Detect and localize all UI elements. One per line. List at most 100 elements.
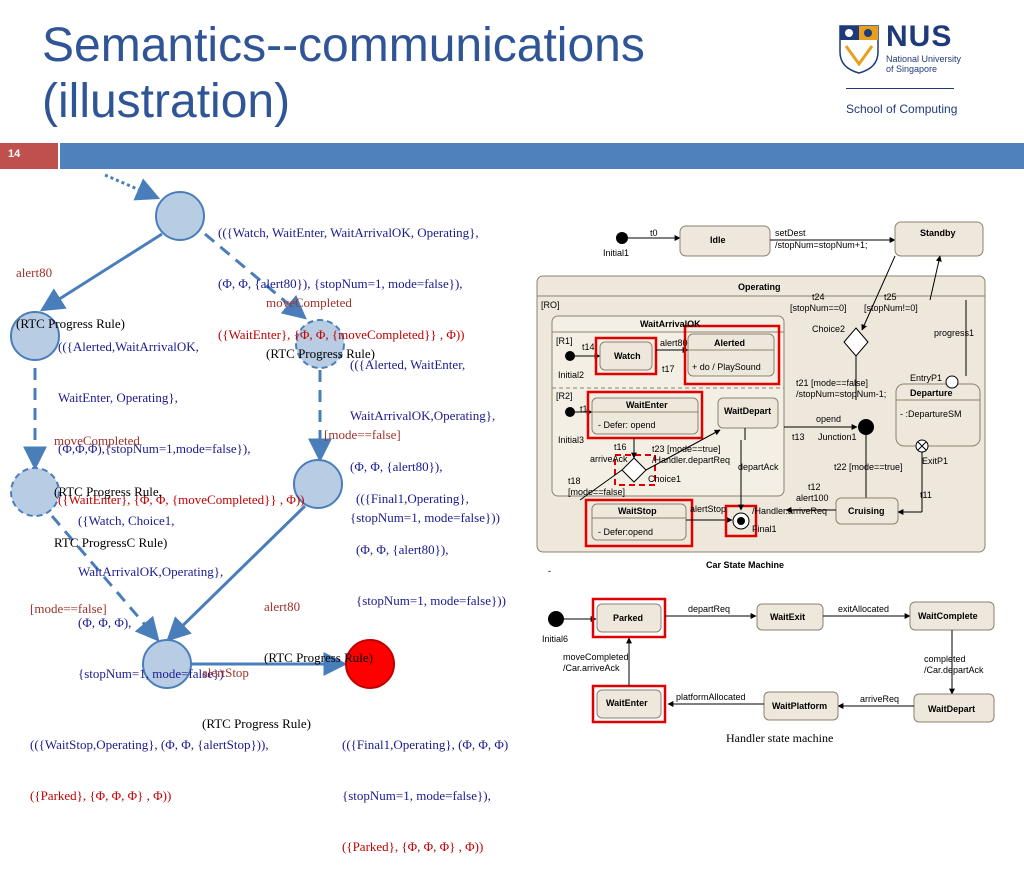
logo-school: School of Computing — [846, 102, 958, 116]
state-s4-line2: (Φ, Φ, {alert80}), — [356, 542, 449, 557]
car-label-waitarrivalok: WaitArrivalOK — [640, 319, 701, 329]
handler-sm-caption: Handler state machine — [726, 731, 834, 745]
car-label-defer-opend: - Defer: opend — [598, 420, 656, 430]
edge-e7-rule: (RTC Progress Rule) — [202, 716, 311, 731]
state-s3-label: ({Watch, Choice1, WaitArrivalOK,Operatin… — [78, 478, 224, 699]
car-state-idle — [679, 225, 771, 257]
edge-s0-s2 — [204, 232, 307, 320]
car-label-alertstop: alertStop — [690, 504, 726, 514]
edge-e5-rule: (RTC Progress Rule) — [264, 650, 373, 665]
state-s6-line1: (({Final1,Operating}, (Φ, Φ, Φ) — [342, 737, 509, 752]
car-label-initial1: Initial1 — [603, 248, 629, 258]
car-label-t1: t1 — [580, 404, 588, 414]
slide-title: Semantics--communications (illustration) — [42, 18, 802, 130]
handler-label-waitdepart: WaitDepart — [928, 704, 975, 714]
state-s4-line3: {stopNum=1, mode=false})) — [356, 593, 506, 608]
car-label-opend: opend — [816, 414, 841, 424]
car-junction1 — [858, 419, 874, 435]
car-label-t17: t17 — [662, 364, 675, 374]
car-label-alerted-do: + do / PlaySound — [692, 362, 761, 372]
logo-subtitle-1: National University — [886, 54, 962, 64]
state-s0-line2: (Φ, Φ, {alert80}), {stopNum=1, mode=fals… — [218, 276, 463, 291]
handler-state-waitexit — [756, 603, 824, 631]
car-label-arriveack: arriveAck — [590, 454, 628, 464]
car-state-waitenter — [591, 397, 699, 435]
car-state-waitstop — [591, 503, 687, 541]
state-s2-line2: WaitArrivalOK,Operating}, — [350, 408, 496, 423]
handler-label-initial6: Initial6 — [542, 634, 568, 644]
state-s1-line1: (({Alerted,WaitArrivalOK, — [58, 339, 199, 354]
car-state-watch — [599, 341, 653, 371]
car-label-t23: t23 [mode==true] — [652, 444, 721, 454]
edge-e6-label: [mode==false] — [30, 601, 107, 616]
state-s3-line3: (Φ, Φ, Φ), — [78, 615, 132, 630]
car-label-t23-action: /Handler.departReq — [652, 455, 730, 465]
car-label-initial2: Initial2 — [558, 370, 584, 380]
car-label-t18-guard: [mode==false] — [568, 487, 625, 497]
state-s1-line2: WaitEnter, Operating}, — [58, 390, 178, 405]
handler-label-completed-action: /Car.departAck — [924, 665, 984, 675]
state-s2-line4: {stopNum=1, mode=false})) — [350, 510, 500, 525]
state-s3-line2: WaitArrivalOK,Operating}, — [78, 564, 224, 579]
car-state-alerted — [687, 333, 775, 377]
state-s5-line2: ({Parked}, {Φ, Φ, Φ} , Φ)) — [30, 788, 172, 803]
car-label-ro: [RO] — [541, 300, 560, 310]
car-label-junction1: Junction1 — [818, 432, 857, 442]
car-label-t22: t22 [mode==true] — [834, 462, 903, 472]
edge-e1-event: alert80 — [16, 265, 53, 280]
header-bar — [60, 143, 1024, 169]
car-label-t16: t16 — [614, 442, 627, 452]
state-s2-line3: (Φ, Φ, {alert80}), — [350, 459, 443, 474]
edge-e3-event: moveCompleted — [54, 433, 140, 448]
car-choice1 — [621, 457, 647, 483]
tree-node-s4 — [293, 459, 343, 509]
car-label-departuresm: - :DepartureSM — [900, 409, 962, 419]
car-label-setdest: setDest — [775, 228, 806, 238]
car-label-exitp1: ExitP1 — [922, 456, 948, 466]
edge-e1-label: alert80 (RTC Progress Rule) — [16, 230, 125, 349]
highlight-alerted — [683, 324, 781, 386]
handler-label-arrivereq: arriveReq — [860, 694, 899, 704]
car-label-choice1: Choice1 — [648, 474, 681, 484]
crest-icon — [839, 25, 879, 74]
car-state-waitdepart — [717, 397, 779, 429]
handler-label-exitallocated: exitAllocated — [838, 604, 889, 614]
handler-label-movecompleted-action: /Car.arriveAck — [563, 663, 620, 673]
car-label-progress1: progress1 — [934, 328, 974, 338]
edge-e4-label: [mode==false] — [324, 427, 401, 442]
logo-name: NUS — [886, 20, 953, 53]
car-label-t12-trigger: alert100 — [796, 493, 829, 503]
car-label-waitenter: WaitEnter — [626, 400, 668, 410]
edge-e2-label: moveCompleted (RTC Progress Rule) — [266, 260, 375, 379]
handler-label-parked: Parked — [613, 613, 643, 623]
car-label-cruising: Cruising — [848, 506, 885, 516]
car-label-setdest-action: /stopNum=stopNum+1; — [775, 240, 868, 250]
car-label-idle: Idle — [710, 235, 726, 245]
edge-s0-s1 — [39, 232, 163, 312]
car-label-t11: t11 — [920, 490, 932, 500]
handler-label-waitenter: WaitEnter — [606, 698, 648, 708]
edge-e7-event: alertStop — [202, 665, 249, 680]
car-label-handler-arrive: /Handler.arriveReq — [752, 506, 827, 516]
state-s3-line4: {stopNum=1, mode=false}) — [78, 666, 224, 681]
car-label-r1: [R1] — [556, 336, 573, 346]
car-label-initial3: Initial3 — [558, 435, 584, 445]
state-s6-line3: ({Parked}, {Φ, Φ, Φ} , Φ)) — [342, 839, 484, 854]
state-s2-label: (({Alerted, WaitEnter, WaitArrivalOK,Ope… — [350, 322, 500, 543]
handler-initial6 — [548, 611, 564, 627]
car-label-watch: Watch — [614, 351, 641, 361]
logo-divider — [846, 88, 954, 89]
car-label-entryp1: EntryP1 — [910, 373, 942, 383]
car-label-t24: t24 — [812, 292, 825, 302]
title-line-2: (illustration) — [42, 75, 291, 128]
edge-e3-rule1: (RTC Progress Rule, — [54, 484, 162, 499]
car-label-t0: t0 — [650, 228, 658, 238]
state-s2-line1: (({Alerted, WaitEnter, — [350, 357, 466, 372]
tree-node-s0 — [155, 191, 205, 241]
handler-state-parked — [596, 603, 662, 633]
highlight-watch — [594, 336, 658, 376]
edge-e1-rule: (RTC Progress Rule) — [16, 316, 125, 331]
car-label-standby: Standby — [920, 228, 956, 238]
car-label-defer-opend2: - Defer:opend — [598, 527, 653, 537]
derivation-tree: Initial1 t0 Idle Standby setDest /stopNu… — [10, 173, 995, 724]
